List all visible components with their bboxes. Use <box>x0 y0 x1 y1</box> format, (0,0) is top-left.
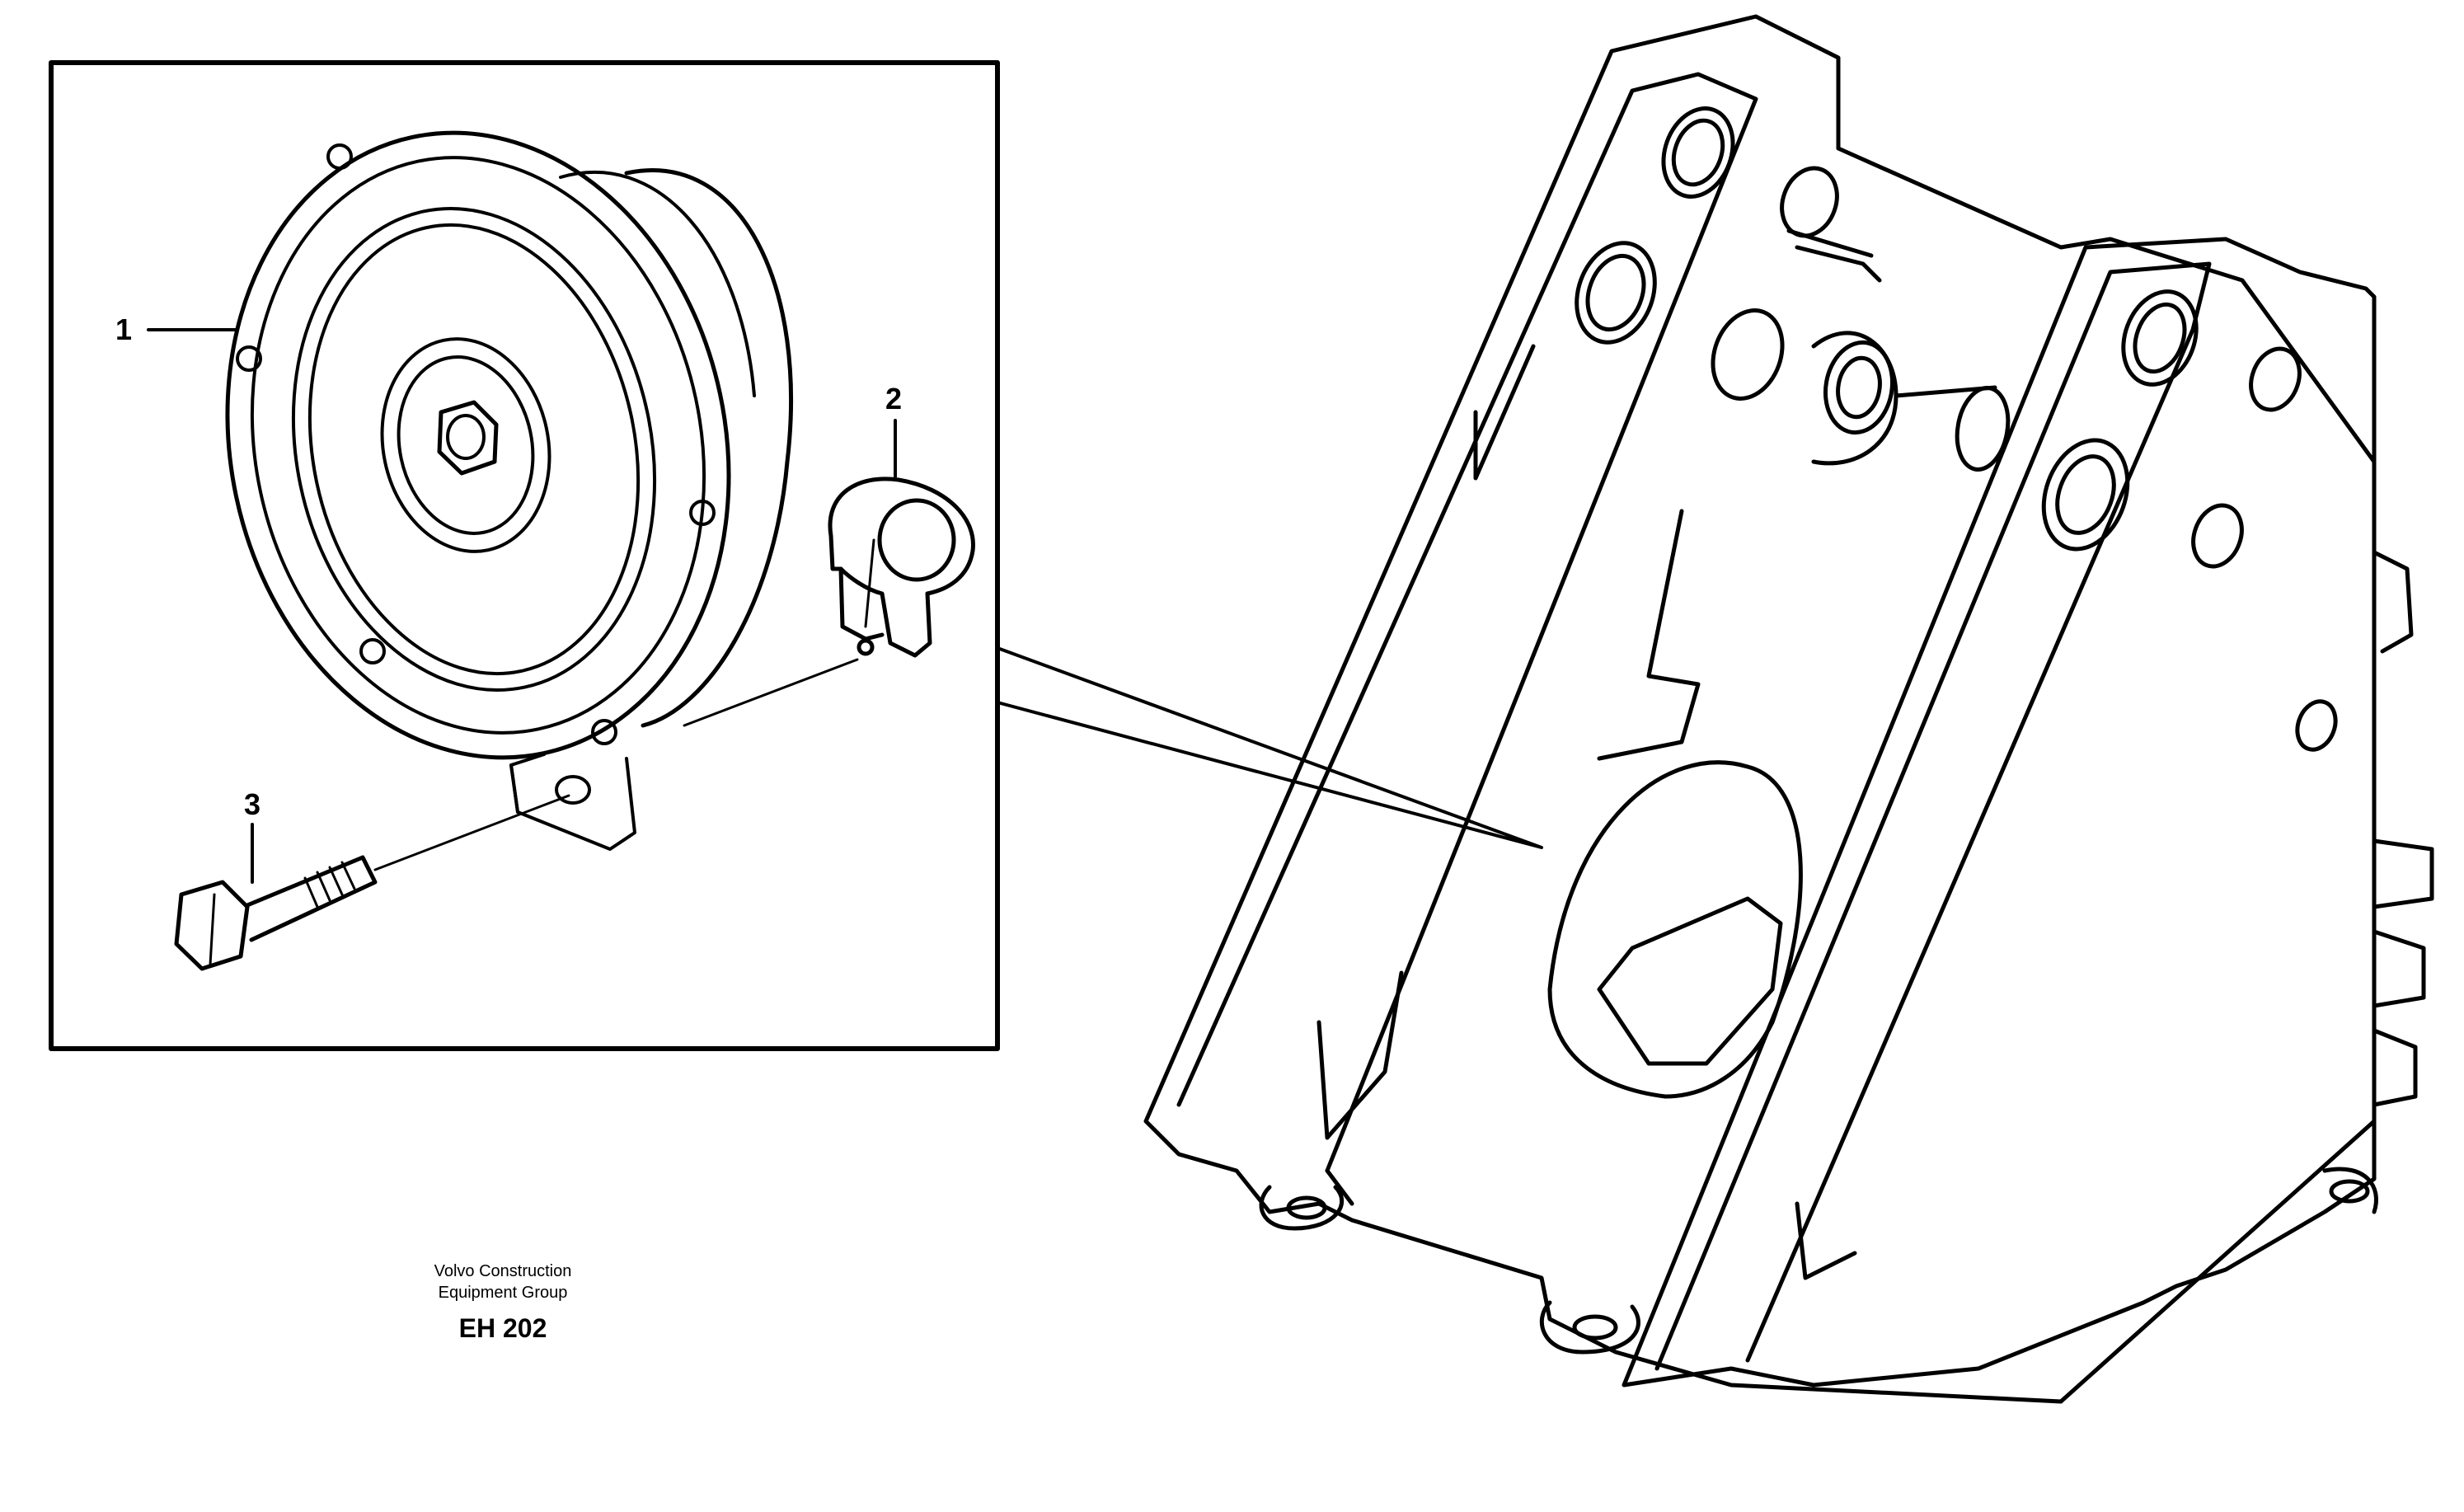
callout-3: 3 <box>244 787 260 821</box>
drawing-code: EH 202 <box>459 1313 547 1343</box>
frame-icon <box>1143 14 2434 1404</box>
clamp-icon <box>828 477 975 658</box>
horn-icon <box>225 130 859 851</box>
detail-box <box>49 60 1000 1051</box>
bolt-icon <box>174 794 570 971</box>
detail-leader <box>996 646 1543 849</box>
callout-1: 1 <box>115 312 132 346</box>
credit-line-2: Equipment Group <box>439 1284 568 1302</box>
callout-2: 2 <box>885 382 902 416</box>
credit-line-1: Volvo Construction <box>434 1262 572 1280</box>
callout-leaders <box>147 328 897 884</box>
